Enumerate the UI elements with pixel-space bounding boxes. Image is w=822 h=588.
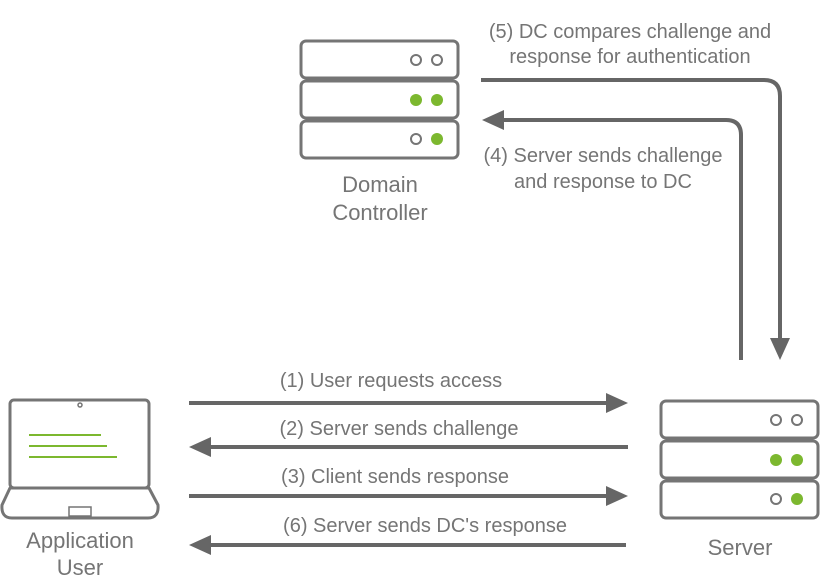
dc-unit-2 bbox=[299, 79, 460, 120]
laptop-screen bbox=[8, 398, 151, 490]
dc-led-2a bbox=[410, 94, 422, 106]
dc-label-line-1: Domain bbox=[342, 172, 418, 197]
server-led-1a bbox=[770, 414, 782, 426]
laptop-base bbox=[0, 486, 160, 520]
laptop-icon bbox=[0, 398, 160, 520]
server-led-3b bbox=[791, 493, 803, 505]
server-unit-3 bbox=[659, 479, 820, 520]
server-unit-2 bbox=[659, 439, 820, 480]
message-4-label-line-2: and response to DC bbox=[514, 171, 692, 193]
message-6-label: (6) Server sends DC's response bbox=[283, 515, 567, 537]
arrow-1 bbox=[189, 393, 628, 413]
arrow-2 bbox=[189, 437, 628, 457]
server-icon bbox=[659, 399, 820, 520]
server-led-1b bbox=[791, 414, 803, 426]
laptop-camera bbox=[77, 402, 83, 408]
message-1-label: (1) User requests access bbox=[280, 370, 502, 392]
dc-label-line-2: Controller bbox=[332, 200, 427, 225]
server-led-3a bbox=[770, 493, 782, 505]
dc-led-1a bbox=[410, 54, 422, 66]
arrow-6 bbox=[189, 535, 626, 555]
dc-led-3a bbox=[410, 133, 422, 145]
message-5-label-line-2: response for authentication bbox=[509, 46, 750, 68]
dc-unit-1 bbox=[299, 39, 460, 80]
server-label: Server bbox=[708, 535, 773, 560]
server-led-2b bbox=[791, 454, 803, 466]
server-led-2a bbox=[770, 454, 782, 466]
arrow-5 bbox=[481, 78, 790, 360]
dc-unit-3 bbox=[299, 119, 460, 160]
laptop-touchpad bbox=[68, 506, 92, 517]
domain-controller-icon bbox=[299, 39, 460, 160]
message-2-label: (2) Server sends challenge bbox=[279, 418, 518, 440]
message-5-label-line-1: (5) DC compares challenge and bbox=[489, 21, 771, 43]
dc-led-2b bbox=[431, 94, 443, 106]
message-3-label: (3) Client sends response bbox=[281, 466, 509, 488]
user-label-line-2: User bbox=[57, 555, 103, 580]
message-4-label-line-1: (4) Server sends challenge bbox=[483, 145, 722, 167]
arrow-4 bbox=[482, 110, 743, 360]
user-label-line-1: Application bbox=[26, 528, 134, 553]
dc-led-3b bbox=[431, 133, 443, 145]
dc-led-1b bbox=[431, 54, 443, 66]
server-unit-1 bbox=[659, 399, 820, 440]
arrow-3 bbox=[189, 486, 628, 506]
